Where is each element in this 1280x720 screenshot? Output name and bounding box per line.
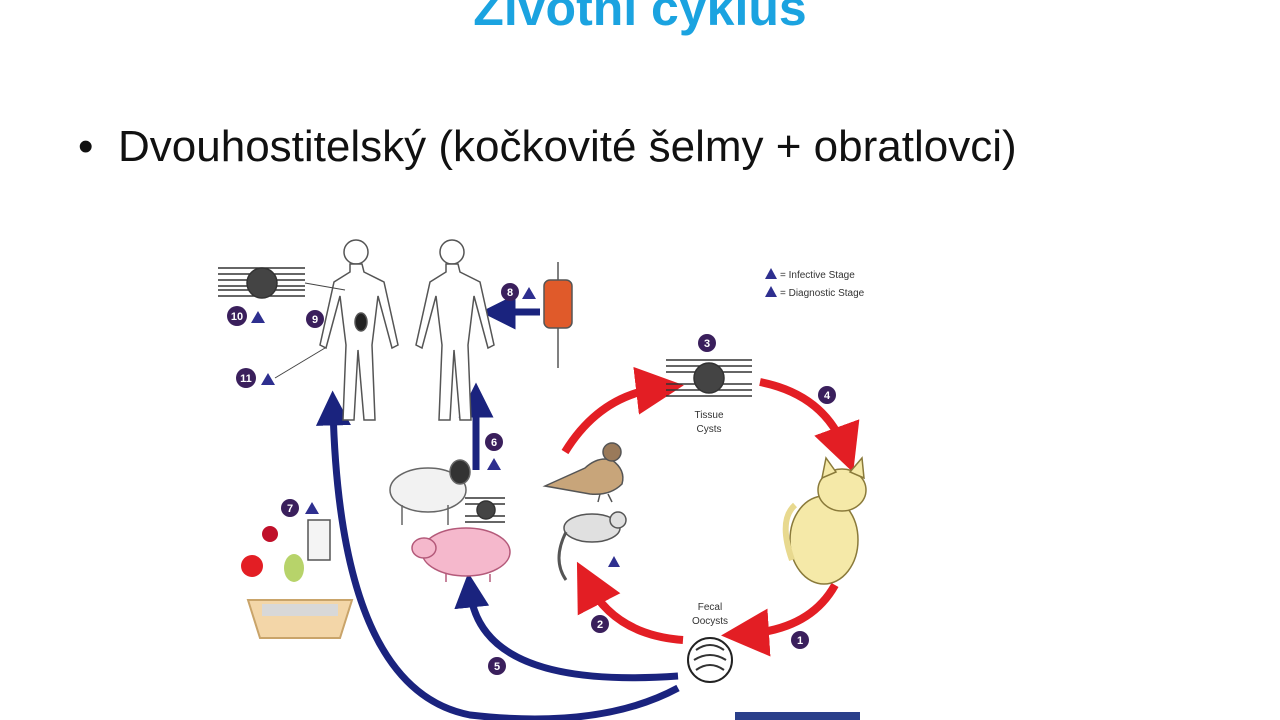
pig-figure: [411, 527, 511, 582]
svg-text:10: 10: [231, 311, 243, 323]
svg-text:2: 2: [597, 619, 603, 631]
human-figure-right: [415, 239, 495, 421]
arrow-oocysts-to-livestock: [454, 572, 679, 682]
transfusion-bag: [543, 262, 573, 368]
cat-figure: [782, 456, 867, 585]
step-badge-11: 11: [236, 368, 256, 388]
bird-figure: [542, 442, 624, 503]
label-fecal-1: Fecal: [698, 602, 722, 613]
legend-diagnostic-text: = Diagnostic Stage: [780, 288, 865, 299]
svg-text:11: 11: [240, 373, 252, 385]
arrow-oocysts-to-rodents: [576, 561, 684, 644]
svg-text:8: 8: [507, 287, 513, 299]
step-badge-3: 3: [698, 334, 716, 352]
label-fecal-2: Oocysts: [692, 616, 728, 627]
stage-triangle-8: [522, 287, 536, 299]
svg-text:4: 4: [824, 390, 831, 402]
step-badge-5: 5: [488, 657, 506, 675]
svg-text:3: 3: [704, 338, 710, 350]
stage-triangle-7: [305, 502, 319, 514]
legend: = Infective Stage = Diagnostic Stage: [765, 268, 865, 299]
step-badge-6: 6: [485, 433, 503, 451]
step-badge-2: 2: [591, 615, 609, 633]
tissue-cyst-human: [218, 267, 305, 299]
pointer-cyst-human: [304, 282, 346, 291]
stage-triangle-mouse: [608, 556, 620, 567]
stage-triangle-10: [251, 311, 265, 323]
bullet-text: Dvouhostitelský (kočkovité šelmy + obrat…: [118, 122, 1017, 171]
bullet-item: • Dvouhostitelský (kočkovité šelmy + obra…: [78, 122, 1017, 172]
step-badge-10: 10: [227, 306, 247, 326]
legend-infective-icon: [765, 268, 777, 279]
stage-triangle-11: [261, 373, 275, 385]
tissue-cyst-livestock: [465, 497, 505, 523]
arrow-oocysts-to-human: [315, 390, 680, 720]
step-badge-4: 4: [818, 386, 836, 404]
label-tissue-1: Tissue: [694, 410, 724, 421]
arrow-birds-to-cysts: [561, 366, 684, 455]
step-badge-8: 8: [501, 283, 519, 301]
mouse-figure: [557, 511, 627, 581]
sheep-figure: [389, 459, 471, 525]
tissue-cyst-top: [666, 359, 752, 397]
food-water-figure: [241, 519, 331, 582]
arrow-cysts-to-cat: [759, 378, 860, 473]
svg-text:9: 9: [312, 314, 318, 326]
step-badge-1: 1: [791, 631, 809, 649]
pointer-fetus: [274, 347, 326, 379]
water-pipe-figure: [735, 712, 860, 720]
litter-box-figure: [246, 599, 354, 639]
svg-text:6: 6: [491, 437, 497, 449]
stage-triangle-6: [487, 458, 501, 470]
legend-infective-text: = Infective Stage: [780, 270, 855, 281]
legend-diagnostic-icon: [765, 286, 777, 297]
label-tissue-2: Cysts: [697, 424, 722, 435]
fecal-oocyst: [687, 637, 733, 683]
bullet-dot: •: [78, 122, 94, 171]
step-badge-9: 9: [306, 310, 324, 328]
step-badge-7: 7: [281, 499, 299, 517]
slide-title: Životní cyklus: [473, 0, 807, 36]
svg-text:7: 7: [287, 503, 293, 515]
human-figure-left: [319, 239, 399, 421]
svg-text:1: 1: [797, 635, 803, 647]
arrow-cat-to-oocysts: [721, 582, 839, 657]
svg-text:5: 5: [494, 661, 500, 673]
